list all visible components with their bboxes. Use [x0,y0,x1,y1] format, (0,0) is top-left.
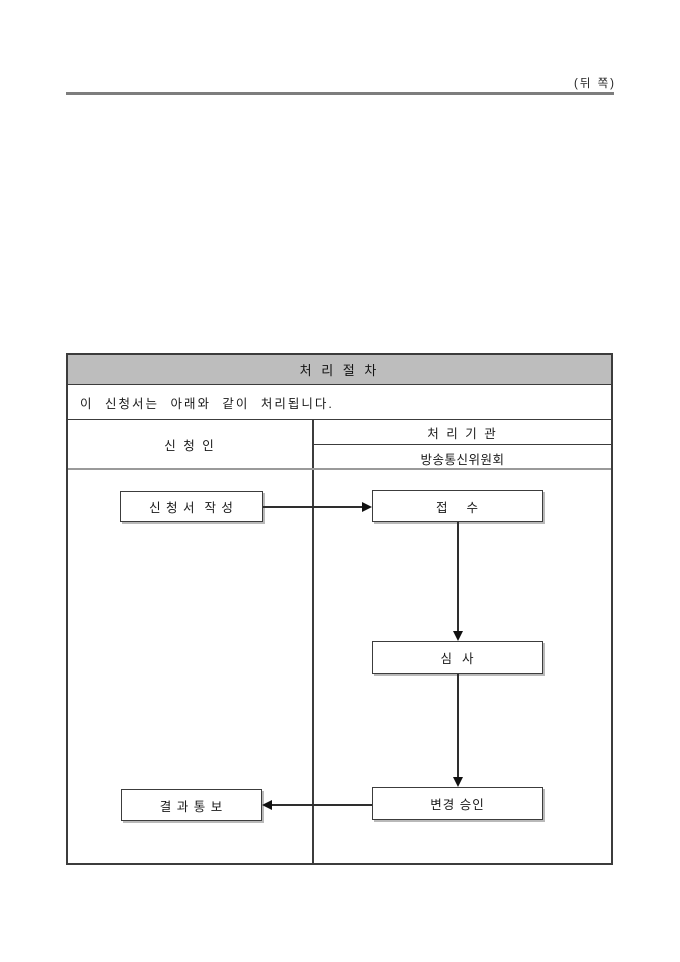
processing-procedure-table: 처 리 절 차 이 신청서는 아래와 같이 처리됩니다. 신 청 인 처 리 기… [66,353,613,865]
arrow-approval-to-notification [272,804,372,806]
arrowhead-right-icon [362,502,372,512]
applicant-column-header: 신 청 인 [164,438,216,453]
arrowhead-left-icon [262,800,272,810]
flow-box-write-application: 신 청 서 작 성 [120,491,263,522]
arrowhead-down-icon [453,631,463,641]
top-horizontal-rule [66,92,614,95]
flow-box-change-approval: 변경 승인 [372,787,543,820]
agency-name-cell: 방송통신위원회 [420,452,505,467]
flow-box-review: 심 사 [372,641,543,674]
table-title: 처 리 절 차 [68,355,611,385]
column-divider [312,470,314,863]
page-side-label: (뒤 쪽) [573,78,616,90]
arrowhead-down-icon [453,777,463,787]
column-header-row: 신 청 인 처 리 기 관 방송통신위원회 [68,420,611,470]
agency-column-header: 처 리 기 관 [314,420,611,445]
flowchart-area: 신 청 서 작 성 접 수 심 사 변경 승인 결 과 통 보 [68,470,611,863]
flow-box-result-notification: 결 과 통 보 [121,789,262,821]
column-divider [312,420,314,468]
procedure-notice-text: 이 신청서는 아래와 같이 처리됩니다. [68,385,611,420]
arrow-write-to-receipt [263,506,362,508]
flow-box-receipt: 접 수 [372,490,543,522]
arrow-receipt-to-review [457,522,459,632]
arrow-review-to-approval [457,674,459,777]
